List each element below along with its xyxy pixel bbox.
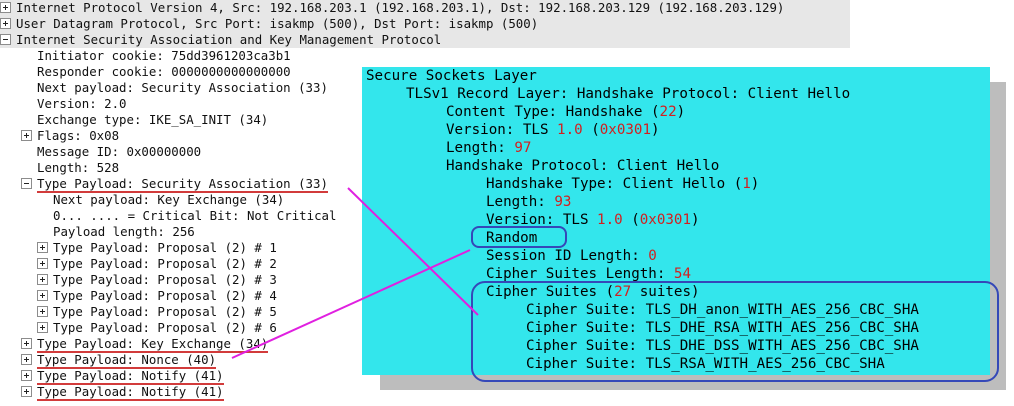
ssl-hs-version: Version: TLS 1.0 (0x0301) [486,212,700,228]
tree-row-sa-next-payload[interactable]: Next payload: Key Exchange (34) [53,192,285,207]
close-paren: ) [691,212,700,228]
ssl-cipher-suites: Cipher Suites (27 suites) [486,284,700,300]
ssl-content-type: Content Type: Handshake (22) [446,104,686,120]
tree-row-ke-payload[interactable]: Type Payload: Key Exchange (34) [21,336,269,353]
ssl-random: Random [486,230,538,246]
ssl-cipher-suite: Cipher Suite: TLS_DHE_RSA_WITH_AES_256_C… [526,320,919,336]
close-paren: ) [676,104,686,120]
tree-row-exchange-type[interactable]: Exchange type: IKE_SA_INIT (34) [37,112,269,127]
expand-plus-icon[interactable] [21,338,32,349]
ssl-cipher-suites-length: Cipher Suites Length: 54 [486,266,692,282]
expand-plus-icon[interactable] [21,130,32,141]
tree-row-nonce-payload[interactable]: Type Payload: Nonce (40) [21,352,217,369]
ssl-cipher-suite: Cipher Suite: TLS_DH_anon_WITH_AES_256_C… [526,302,919,318]
ssl-record-layer: TLSv1 Record Layer: Handshake Protocol: … [406,86,851,102]
ssl-cipher-suite: Cipher Suite: TLS_DHE_DSS_WITH_AES_256_C… [526,338,919,354]
ssl-title: Secure Sockets Layer [366,68,537,84]
expand-plus-icon[interactable] [21,354,32,365]
tree-row-proposal[interactable]: Type Payload: Proposal (2) # 6 [37,320,277,336]
cipher-suites-highlight-box [471,281,999,382]
collapse-minus-icon[interactable] [21,178,32,189]
tree-row-length[interactable]: Length: 528 [37,160,120,175]
tree-row-version[interactable]: Version: 2.0 [37,96,127,111]
tree-row-flags[interactable]: Flags: 0x08 [21,128,119,144]
expand-plus-icon[interactable] [37,258,48,269]
ssl-panel: Secure Sockets Layer TLSv1 Record Layer:… [362,67,990,375]
expand-plus-icon[interactable] [0,18,11,29]
close-paren: ) [750,176,760,192]
expand-plus-icon[interactable] [0,2,11,13]
tree-row-responder-cookie[interactable]: Responder cookie: 0000000000000000 [37,64,291,79]
tree-row-message-id[interactable]: Message ID: 0x00000000 [37,144,202,159]
ssl-session-id-length: Session ID Length: 0 [486,248,657,264]
ssl-handshake-protocol: Handshake Protocol: Client Hello [446,158,720,174]
tree-row-next-payload[interactable]: Next payload: Security Association (33) [37,80,328,95]
sa-to-cipher-suites-connector [347,187,479,316]
tree-row-ip[interactable]: Internet Protocol Version 4, Src: 192.16… [0,0,850,16]
tree-row-sa-critical[interactable]: 0... .... = Critical Bit: Not Critical [53,208,337,223]
nonce-to-random-connector [231,249,471,359]
expand-plus-icon[interactable] [37,290,48,301]
ssl-handshake-type: Handshake Type: Client Hello (1) [486,176,760,192]
tree-row-notify-payload[interactable]: Type Payload: Notify (41) [21,384,224,401]
close-paren: ) [651,122,660,138]
expand-plus-icon[interactable] [21,386,32,397]
ssl-length: Length: 97 [446,140,532,156]
expand-plus-icon[interactable] [37,274,48,285]
expand-plus-icon[interactable] [37,306,48,317]
tree-row-sa-payload-length[interactable]: Payload length: 256 [53,224,195,239]
ssl-version: Version: TLS 1.0 (0x0301) [446,122,660,138]
tree-row-proposal[interactable]: Type Payload: Proposal (2) # 3 [37,272,277,288]
random-highlight-box [471,226,567,248]
ssl-hs-length: Length: 93 [486,194,572,210]
tree-row-initiator-cookie[interactable]: Initiator cookie: 75dd3961203ca3b1 [37,48,291,63]
tree-row-proposal[interactable]: Type Payload: Proposal (2) # 1 [37,240,277,256]
expand-plus-icon[interactable] [37,322,48,333]
tree-row-proposal[interactable]: Type Payload: Proposal (2) # 2 [37,256,277,272]
tree-row-proposal[interactable]: Type Payload: Proposal (2) # 5 [37,304,277,320]
collapse-minus-icon[interactable] [0,34,11,45]
tree-row-sa-payload[interactable]: Type Payload: Security Association (33) [21,176,328,193]
expand-plus-icon[interactable] [37,242,48,253]
tree-row-proposal[interactable]: Type Payload: Proposal (2) # 4 [37,288,277,304]
tree-row-isakmp[interactable]: Internet Security Association and Key Ma… [0,32,850,48]
expand-plus-icon[interactable] [21,370,32,381]
tree-row-udp[interactable]: User Datagram Protocol, Src Port: isakmp… [0,16,850,32]
ssl-cipher-suite: Cipher Suite: TLS_RSA_WITH_AES_256_CBC_S… [526,356,885,372]
tree-row-notify-payload[interactable]: Type Payload: Notify (41) [21,368,224,385]
